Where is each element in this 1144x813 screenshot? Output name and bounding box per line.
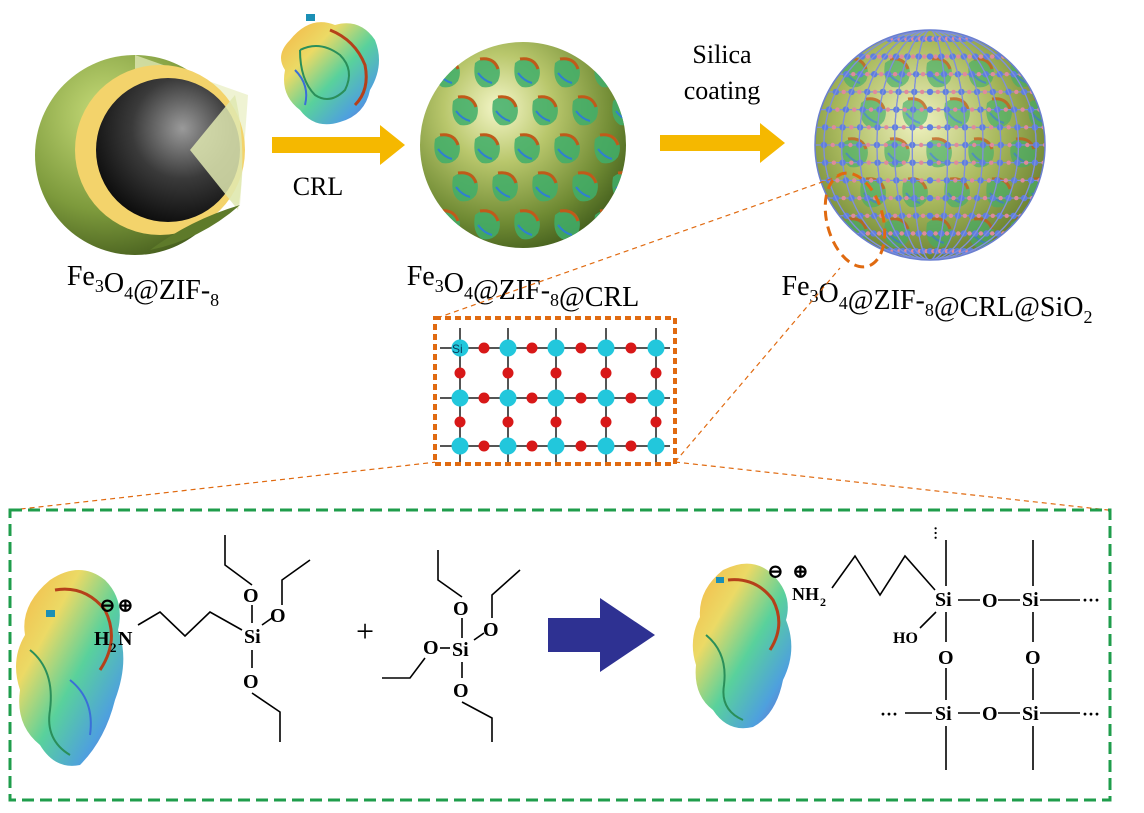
fe3o4-zif8-particle bbox=[35, 55, 248, 255]
svg-text:O: O bbox=[1025, 647, 1041, 669]
fe3o4-zif8-crl-particle bbox=[420, 42, 626, 248]
lattice-si-label: Si bbox=[452, 342, 463, 356]
crl-protein-left-icon bbox=[16, 570, 124, 766]
svg-text:···: ··· bbox=[927, 526, 942, 540]
silica-lattice: Si bbox=[440, 328, 670, 462]
step2-arrow bbox=[660, 123, 785, 163]
svg-text:O: O bbox=[270, 605, 286, 627]
svg-text:O: O bbox=[423, 637, 439, 659]
svg-text:⊖: ⊖ bbox=[767, 561, 784, 583]
svg-text:Si: Si bbox=[935, 589, 952, 611]
svg-text:Si: Si bbox=[452, 639, 469, 661]
svg-text:O: O bbox=[453, 680, 469, 702]
svg-text:N: N bbox=[118, 628, 133, 650]
svg-text:NH: NH bbox=[792, 584, 819, 604]
silane-molecule-left: ⊖ ⊕ H 2 N Si O O O bbox=[94, 535, 311, 742]
svg-text:O: O bbox=[243, 585, 259, 607]
teos-molecule: Si O O O O bbox=[382, 550, 521, 742]
svg-text:···: ··· bbox=[1082, 590, 1100, 610]
svg-text:2: 2 bbox=[110, 640, 117, 655]
particle2-label: Fe3O4@ZIF-8@CRL bbox=[407, 261, 640, 313]
crl-protein-right-icon bbox=[692, 563, 792, 729]
step2-label-line1: Silica bbox=[692, 40, 752, 69]
svg-text:O: O bbox=[938, 647, 954, 669]
svg-text:O: O bbox=[243, 671, 259, 693]
svg-text:⊕: ⊕ bbox=[117, 595, 134, 617]
fe3o4-zif8-crl-sio2-particle bbox=[814, 29, 1046, 261]
step2-label-line2: coating bbox=[684, 76, 761, 105]
reaction-plus: + bbox=[356, 613, 374, 649]
svg-text:O: O bbox=[453, 598, 469, 620]
zoom-highlight-ellipse bbox=[823, 171, 887, 269]
svg-text:···: ··· bbox=[1082, 704, 1100, 724]
svg-text:⊖: ⊖ bbox=[99, 595, 116, 617]
step1-label: CRL bbox=[293, 172, 344, 201]
zoom-lines bbox=[11, 174, 1109, 511]
svg-text:O: O bbox=[483, 619, 499, 641]
particle3-label: Fe3O4@ZIF-8@CRL@SiO2 bbox=[782, 271, 1093, 327]
svg-text:O: O bbox=[982, 703, 998, 725]
particle1-label: Fe3O4@ZIF-8 bbox=[67, 261, 219, 310]
svg-text:Si: Si bbox=[1022, 589, 1039, 611]
crl-protein-icon bbox=[281, 14, 379, 125]
svg-text:2: 2 bbox=[820, 595, 826, 609]
svg-text:···: ··· bbox=[880, 704, 898, 724]
reaction-arrow bbox=[548, 598, 655, 672]
svg-text:⊕: ⊕ bbox=[792, 561, 809, 583]
svg-text:O: O bbox=[982, 590, 998, 612]
svg-text:Si: Si bbox=[1022, 703, 1039, 725]
step1-arrow bbox=[272, 125, 405, 165]
svg-text:Si: Si bbox=[244, 626, 261, 648]
svg-text:H: H bbox=[94, 628, 110, 650]
svg-text:Si: Si bbox=[935, 703, 952, 725]
reaction-scheme-box bbox=[8, 508, 1112, 802]
product-structure: ⊖ ⊕ NH 2 Si ··· O Si ··· HO O O Si Si ··… bbox=[767, 526, 1100, 770]
svg-text:HO: HO bbox=[893, 630, 918, 647]
